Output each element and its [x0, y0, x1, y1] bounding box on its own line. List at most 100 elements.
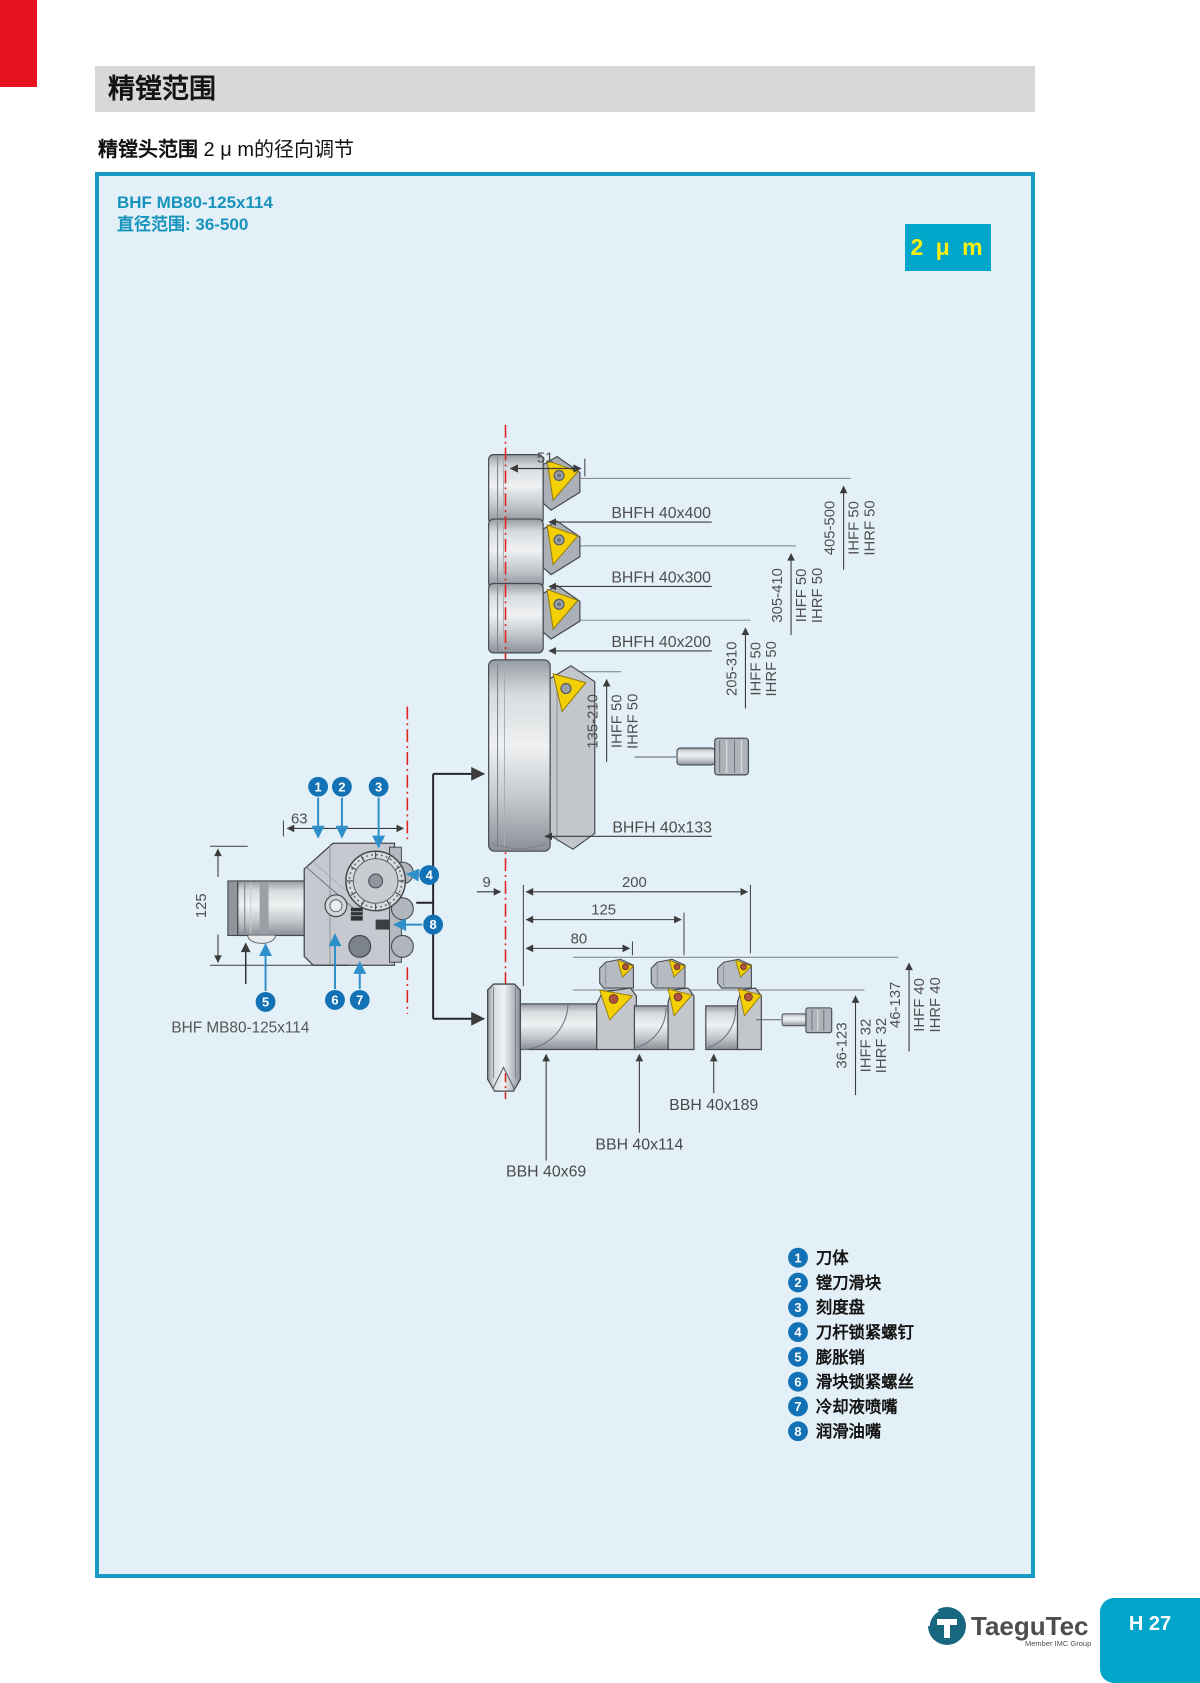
reference-lines-upper: [574, 477, 851, 673]
dim-9: 9: [476, 875, 502, 896]
dim-125: 125: [525, 903, 685, 956]
svg-text:IHRF 50: IHRF 50: [810, 568, 826, 623]
svg-text:IHRF 32: IHRF 32: [874, 1018, 890, 1073]
svg-text:2: 2: [794, 1275, 801, 1290]
tool-bbh-40x69: [487, 983, 637, 1092]
svg-text:5: 5: [794, 1350, 801, 1365]
legend-label-2: 镗刀滑块: [816, 1273, 882, 1292]
lower-tool-labels: BBH 40x69 BBH 40x114 BBH 40x189: [506, 1053, 758, 1180]
tool-bbh-40x114: [633, 987, 695, 1051]
precision-badge: 2 μ m: [905, 224, 991, 271]
svg-text:7: 7: [794, 1399, 801, 1414]
label-bhfh-40x400: BHFH 40x400: [611, 505, 711, 522]
model-header: BHF MB80-125x114 直径范围: 36-500: [117, 192, 273, 236]
svg-text:3: 3: [794, 1300, 801, 1315]
brand-name: TaeguTec: [971, 1611, 1089, 1641]
tool-bhfh-40x400: [488, 454, 581, 525]
upper-tool-labels: BHFH 40x400 BHFH 40x300 BHFH 40x200 BHFH…: [544, 505, 712, 841]
callout-8: 8: [430, 917, 437, 932]
svg-text:6: 6: [794, 1374, 801, 1389]
svg-text:135-210: 135-210: [586, 694, 602, 749]
legend-label-5: 膨胀销: [816, 1348, 866, 1367]
dim-200: 200: [522, 875, 751, 987]
head-model-label: BHF MB80-125x114: [171, 1020, 309, 1037]
dim-63: 63: [282, 811, 405, 837]
brand-tagline: Member IMC Group: [1025, 1639, 1091, 1648]
range-46-137: 46-137 IHFF 40 IHRF 40: [888, 962, 944, 1052]
legend-label-1: 刀体: [816, 1249, 849, 1268]
label-bbh-40x114: BBH 40x114: [595, 1137, 683, 1154]
dim-200-value: 200: [622, 875, 647, 891]
tool-bhfh-40x133: [488, 659, 596, 852]
svg-text:IHFF 50: IHFF 50: [748, 642, 764, 696]
cartridge-80: [599, 958, 634, 989]
svg-text:205-310: 205-310: [725, 641, 741, 696]
legend-label-8: 润滑油嘴: [816, 1422, 882, 1441]
label-bbh-40x69: BBH 40x69: [506, 1163, 586, 1180]
label-bhfh-40x300: BHFH 40x300: [611, 570, 711, 587]
connector-bracket: [416, 766, 486, 1026]
range-36-123: 36-123 IHFF 32 IHRF 32: [835, 995, 890, 1096]
callout-2: 2: [338, 779, 345, 794]
svg-text:405-500: 405-500: [823, 501, 839, 556]
callout-5: 5: [262, 995, 269, 1010]
svg-text:8: 8: [794, 1424, 801, 1439]
diagram-panel: BHF MB80-125x114 直径范围: 36-500 2 μ m: [95, 172, 1035, 1578]
cartridge-125: [650, 958, 686, 989]
page-subtitle: 精镗头范围 2 μ m的径向调节: [98, 133, 354, 162]
page-title: 精镗范围: [108, 74, 216, 104]
tool-bhfh-40x200: [488, 582, 581, 654]
label-bbh-40x189: BBH 40x189: [669, 1097, 758, 1114]
clamping-screw-small: [756, 1007, 833, 1034]
page-corner-marker: [0, 0, 37, 87]
callout-7: 7: [356, 993, 363, 1008]
svg-text:36-123: 36-123: [835, 1022, 851, 1068]
tool-bhfh-40x300: [488, 518, 581, 590]
range-205-310: 205-310 IHFF 50 IHRF 50: [725, 627, 780, 709]
svg-text:IHRF 50: IHRF 50: [862, 500, 878, 555]
dim-51: 51: [509, 451, 586, 477]
dim-63-value: 63: [291, 811, 308, 827]
page-number: H 27: [1128, 1613, 1172, 1635]
dim-51-value: 51: [537, 451, 554, 467]
subtitle-bold: 精镗头范围: [98, 139, 198, 161]
range-305-410: 305-410 IHFF 50 IHRF 50: [770, 552, 826, 636]
range-405-500: 405-500 IHFF 50 IHRF 50: [823, 485, 878, 570]
svg-text:1: 1: [794, 1250, 801, 1265]
dim-125-head: 125: [194, 845, 349, 985]
legend-label-4: 刀杆锁紧螺钉: [816, 1323, 915, 1342]
label-bhfh-40x133: BHFH 40x133: [612, 819, 712, 836]
callout-4: 4: [426, 868, 434, 883]
brand-logo: TaeguTec Member IMC Group: [926, 1607, 1091, 1648]
diameter-range: 直径范围: 36-500: [117, 215, 249, 235]
callout-3: 3: [375, 779, 382, 794]
dim-125-value: 125: [591, 903, 616, 919]
svg-text:305-410: 305-410: [770, 568, 786, 623]
clamping-screw-large: [634, 737, 750, 776]
dim-80-value: 80: [571, 931, 588, 947]
callout-arrows: [259, 797, 423, 992]
callout-6: 6: [331, 993, 338, 1008]
section-header-bar: 精镗范围: [95, 66, 1035, 112]
dim-125-head-value: 125: [194, 893, 210, 918]
technical-diagram: 51 BHFH 40x400 BHFH 40x300 BHFH 4: [171, 424, 944, 1441]
legend-label-7: 冷却液喷嘴: [816, 1397, 898, 1416]
dim-80: 80: [525, 931, 633, 956]
cartridge-200: [717, 958, 752, 989]
brand-footer: TaeguTec Member IMC Group: [925, 1600, 1095, 1655]
boring-head-drawing: [227, 842, 414, 966]
model-name: BHF MB80-125x114: [117, 193, 273, 212]
tool-bbh-40x189: [705, 987, 763, 1051]
legend: 1 刀体 2 镗刀滑块 3 刻度盘 4 刀杆锁紧螺钉 5 膨胀销 6 滑块锁紧螺…: [788, 1247, 915, 1441]
callout-1: 1: [315, 779, 322, 794]
svg-text:IHRF 50: IHRF 50: [625, 694, 641, 749]
svg-text:IHRF 50: IHRF 50: [764, 641, 780, 696]
legend-label-3: 刻度盘: [816, 1298, 865, 1317]
range-135-210: 135-210 IHFF 50 IHRF 50: [586, 678, 641, 762]
label-bhfh-40x200: BHFH 40x200: [611, 634, 711, 651]
taegutec-icon: [926, 1607, 966, 1645]
svg-text:IHFF 40: IHFF 40: [912, 978, 928, 1032]
svg-text:IHFF 50: IHFF 50: [846, 501, 862, 555]
dim-9-value: 9: [483, 875, 491, 891]
